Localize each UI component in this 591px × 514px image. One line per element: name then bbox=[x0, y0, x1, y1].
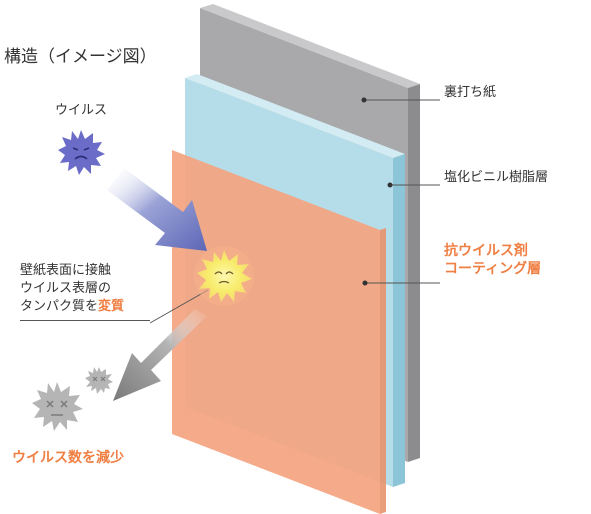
pvc-layer-label: 塩化ビニル樹脂層 bbox=[444, 170, 549, 185]
inactive-virus-icon bbox=[32, 382, 83, 431]
effect-line3-prefix: タンパク質を bbox=[20, 299, 99, 314]
effect-line1: 壁紙表面に接触 bbox=[20, 263, 112, 278]
virus-label: ウイルス bbox=[55, 103, 108, 118]
coating-label-line1: 抗ウイルス剤 bbox=[444, 243, 528, 259]
result-label: ウイルス数を減少 bbox=[12, 450, 124, 466]
backing-paper-label: 裏打ち紙 bbox=[444, 85, 497, 100]
effect-line2: ウイルス表層の bbox=[20, 281, 112, 296]
inactive-virus-small-icon bbox=[85, 367, 113, 394]
denatured-virus-icon bbox=[194, 246, 254, 306]
effect-highlight: 変質 bbox=[98, 299, 125, 314]
effect-underline bbox=[20, 320, 150, 321]
arrow-in-icon bbox=[107, 168, 207, 251]
virus-icon bbox=[58, 130, 105, 175]
antiviral-coating-layer bbox=[172, 150, 386, 514]
effect-line3: タンパク質を変質 bbox=[20, 298, 124, 316]
coating-label-line2: コーティング層 bbox=[444, 261, 542, 277]
leader-lines bbox=[149, 99, 440, 324]
effect-description: 壁紙表面に接触 ウイルス表層の タンパク質を変質 bbox=[20, 262, 124, 316]
arrow-out-icon bbox=[113, 309, 207, 401]
leader-dots bbox=[361, 97, 393, 286]
page-title: 構造（イメージ図） bbox=[4, 47, 157, 67]
coating-layer-label: 抗ウイルス剤 コーティング層 bbox=[444, 242, 541, 278]
